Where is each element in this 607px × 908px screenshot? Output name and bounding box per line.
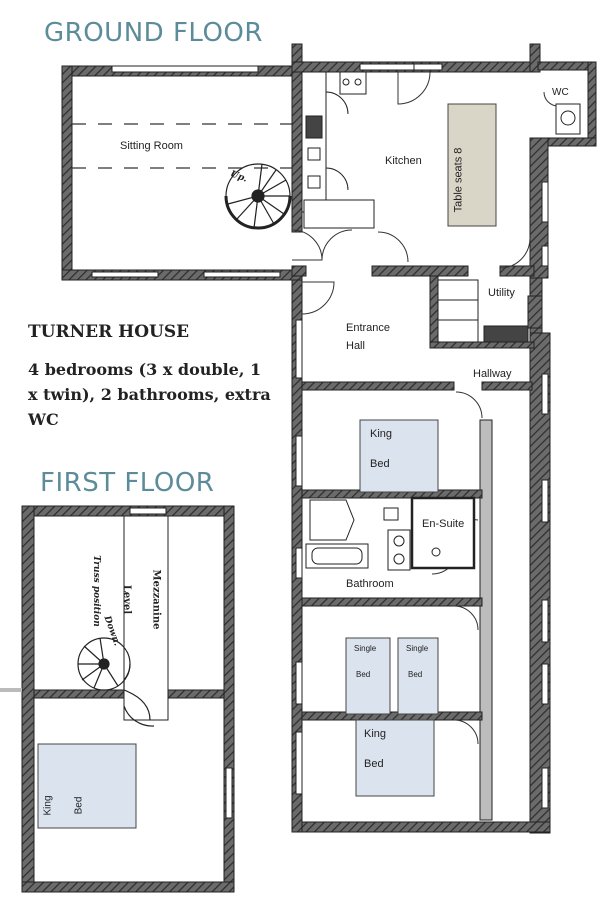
bed1-line1: King bbox=[370, 428, 393, 440]
bed2-line1: Single bbox=[354, 644, 377, 653]
utility-units bbox=[437, 279, 543, 343]
ground-floor-walls bbox=[61, 43, 597, 834]
spiral-stair-first bbox=[77, 637, 155, 727]
bed1-line2: Bed bbox=[370, 458, 390, 470]
table-label: Table seats 8 bbox=[452, 147, 465, 213]
house-description: 4 bedrooms (3 x double, 1 x twin), 2 bat… bbox=[28, 360, 271, 429]
spiral-stair-ground bbox=[224, 163, 292, 230]
entrance-hall-label-2: Hall bbox=[346, 340, 365, 352]
ensuite-label: En-Suite bbox=[422, 518, 465, 530]
wc-fixtures bbox=[555, 103, 581, 135]
dining-table bbox=[447, 103, 497, 227]
mezzanine-label-2: Level bbox=[121, 584, 133, 615]
bathroom-label: Bathroom bbox=[346, 578, 394, 590]
utility-label: Utility bbox=[488, 287, 515, 299]
wc-label: WC bbox=[552, 87, 569, 98]
bed3-line2: Bed bbox=[408, 670, 423, 679]
bed4-line1: King bbox=[364, 728, 387, 740]
truss-label: Truss position bbox=[90, 555, 101, 627]
first-floor-bed-line1: King bbox=[42, 795, 54, 816]
ground-floor-title: GROUND FLOOR bbox=[44, 18, 263, 48]
bathroom-fixtures bbox=[305, 496, 476, 571]
first-floor-title: FIRST FLOOR bbox=[40, 468, 215, 498]
ground-floor-beds bbox=[345, 419, 439, 797]
first-floor-walls bbox=[21, 505, 235, 893]
hallway-label: Hallway bbox=[473, 368, 512, 380]
first-floor-bed-line2: Bed bbox=[73, 796, 85, 815]
bed3-line1: Single bbox=[406, 644, 429, 653]
sitting-room-dashes bbox=[72, 123, 292, 169]
bed4-line2: Bed bbox=[364, 758, 384, 770]
house-name: TURNER HOUSE bbox=[28, 322, 190, 342]
mezzanine-label-1: Mezzanine bbox=[150, 569, 162, 630]
kitchen-units bbox=[301, 71, 375, 229]
first-floor-bed bbox=[37, 743, 137, 829]
bed2-line2: Bed bbox=[356, 670, 371, 679]
first-floor-details bbox=[0, 507, 233, 819]
sitting-room-label: Sitting Room bbox=[120, 140, 183, 152]
window-marks bbox=[91, 63, 549, 809]
kitchen-label: Kitchen bbox=[385, 155, 422, 167]
entrance-hall-label-1: Entrance bbox=[346, 322, 391, 334]
